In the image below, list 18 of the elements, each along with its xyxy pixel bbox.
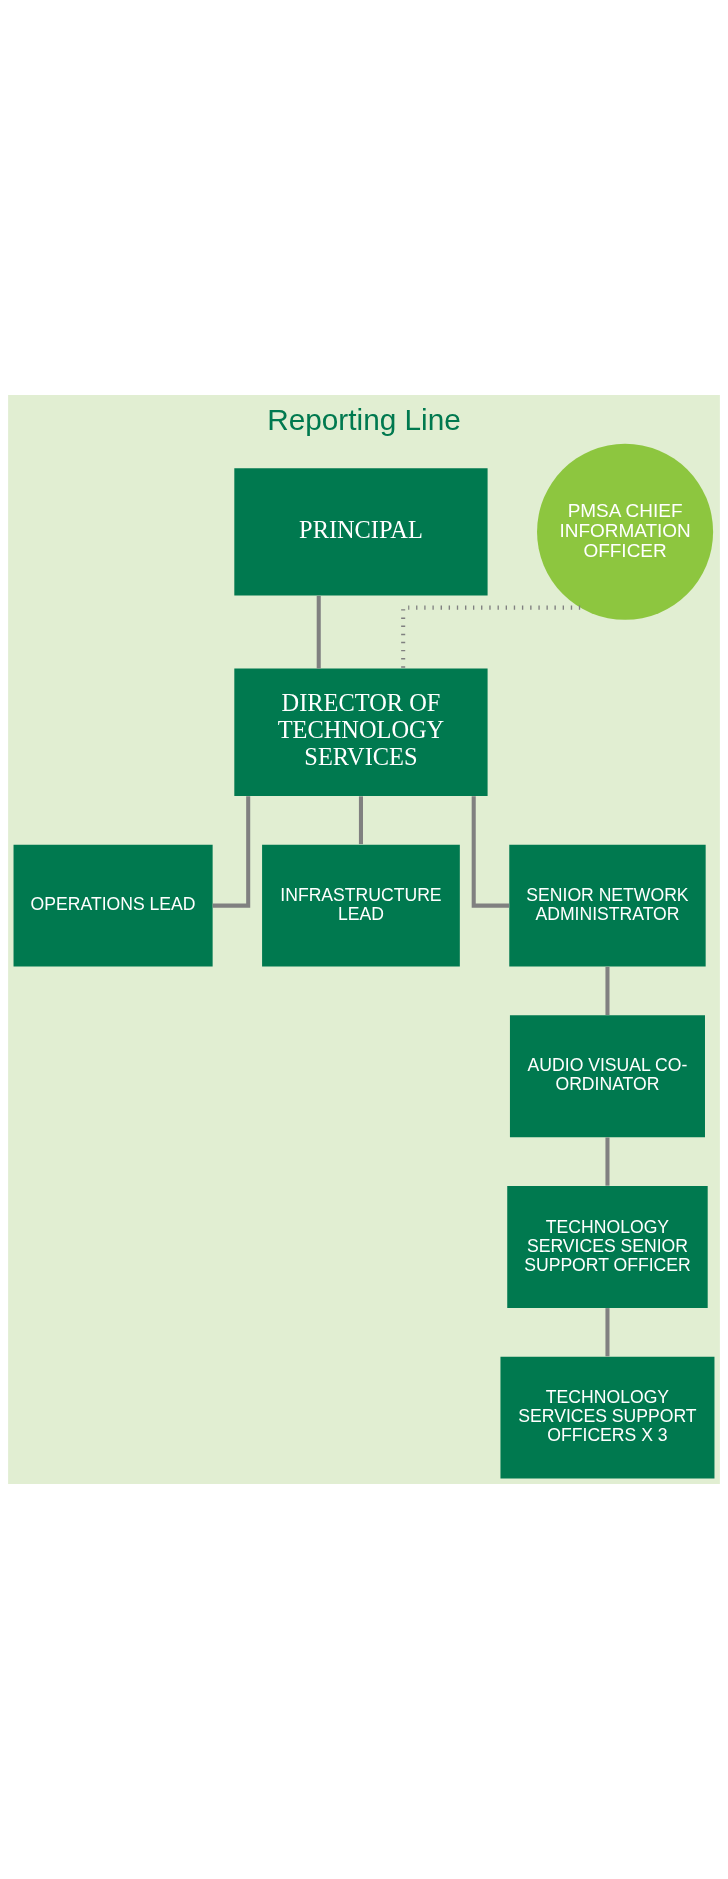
connector: [316, 595, 321, 669]
connector: [605, 1308, 610, 1357]
connector: [605, 966, 610, 1016]
node-box: AUDIO VISUAL CO-ORDINATOR: [509, 1015, 705, 1138]
node-box: TECHNOLOGY SERVICES SUPPORT OFFICERS X 3: [500, 1356, 715, 1479]
node-box: DIRECTOR OF TECHNOLOGY SERVICES: [234, 668, 488, 796]
node-box: TECHNOLOGY SERVICES SENIOR SUPPORT OFFICER: [507, 1186, 708, 1308]
node-circle: PMSA CHIEF INFORMATION OFFICER: [537, 443, 714, 620]
node-box: OPERATIONS LEAD: [13, 844, 213, 967]
connector: [358, 796, 363, 845]
connector: [401, 605, 581, 669]
connector: [212, 796, 251, 908]
node-box: INFRASTRUCTURE LEAD: [262, 844, 460, 967]
diagram-title: Reporting Line: [267, 402, 461, 436]
node-box: SENIOR NETWORK ADMINISTRATOR: [509, 844, 706, 967]
connector: [605, 1137, 610, 1186]
node-box: PRINCIPAL: [234, 468, 488, 596]
connector: [471, 796, 510, 908]
